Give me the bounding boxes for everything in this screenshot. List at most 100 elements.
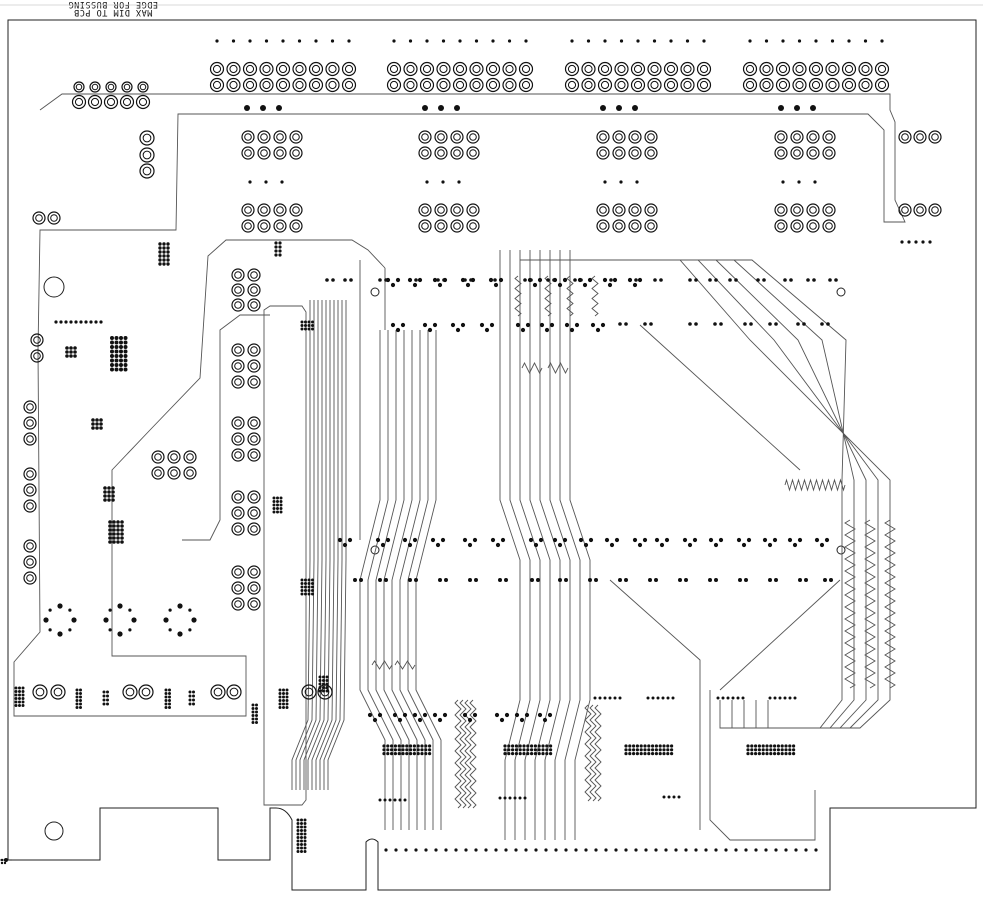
via: [251, 710, 255, 714]
through-hole-pad: [822, 146, 836, 160]
via: [162, 254, 166, 258]
via: [394, 848, 398, 852]
trace: [610, 259, 855, 729]
via: [296, 825, 300, 829]
via: [278, 706, 282, 709]
via: [280, 180, 284, 184]
via: [120, 540, 124, 544]
via: [119, 354, 123, 358]
via: [158, 258, 162, 262]
via: [694, 278, 698, 282]
via: [386, 752, 390, 756]
via: [538, 537, 544, 543]
through-hole-pad: [418, 130, 432, 144]
via: [282, 695, 285, 699]
via: [530, 578, 534, 582]
through-hole-pad: [23, 539, 37, 553]
via: [716, 696, 720, 700]
through-hole-pad: [247, 298, 261, 312]
via: [79, 706, 82, 709]
via: [417, 277, 423, 283]
via: [116, 540, 120, 544]
trace: [415, 330, 442, 830]
mounting-hole: [43, 276, 65, 298]
trace: [549, 250, 571, 840]
plane-outline-main: [13, 93, 906, 717]
via: [646, 696, 650, 700]
via: [18, 700, 21, 704]
via: [384, 278, 388, 282]
via: [296, 850, 300, 853]
through-hole-pad: [151, 450, 165, 464]
via: [322, 689, 325, 693]
via: [412, 744, 416, 748]
via: [397, 717, 403, 723]
via: [114, 340, 119, 345]
through-hole-pad: [341, 77, 357, 93]
via: [89, 320, 93, 324]
via: [307, 589, 311, 592]
via: [462, 537, 468, 543]
via: [824, 537, 830, 543]
trace: [529, 250, 551, 840]
via: [296, 836, 300, 839]
via: [307, 320, 311, 324]
via: [166, 242, 170, 246]
via: [412, 748, 416, 752]
via: [510, 748, 515, 752]
via: [504, 578, 508, 582]
via: [73, 350, 77, 354]
via: [438, 578, 442, 582]
via: [307, 592, 311, 596]
via: [108, 528, 112, 532]
via: [349, 278, 353, 282]
via: [628, 748, 632, 752]
via: [654, 578, 658, 582]
via: [300, 832, 303, 836]
via: [75, 702, 79, 706]
via: [110, 345, 114, 349]
trace: [367, 330, 394, 830]
via: [91, 418, 95, 422]
via: [442, 712, 448, 718]
via: [296, 832, 300, 836]
via: [738, 578, 742, 582]
via: [377, 712, 383, 718]
through-hole-pad: [466, 203, 480, 217]
through-hole-pad: [452, 77, 468, 93]
through-hole-pad: [231, 416, 245, 430]
via: [296, 829, 300, 832]
via: [99, 418, 103, 422]
via: [562, 537, 568, 543]
via: [792, 542, 798, 548]
through-hole-pad: [139, 130, 155, 146]
via: [112, 540, 116, 544]
trace: [640, 259, 847, 729]
via: [119, 336, 123, 340]
via: [382, 748, 386, 752]
via: [558, 578, 562, 582]
via: [754, 748, 758, 752]
via: [694, 322, 698, 326]
via: [462, 712, 468, 718]
via: [390, 282, 396, 288]
via: [773, 752, 777, 756]
via: [635, 744, 640, 748]
via: [530, 748, 534, 752]
via: [14, 704, 18, 707]
through-hole-pad: [806, 219, 820, 233]
via: [274, 253, 278, 257]
through-hole-pad: [386, 77, 402, 93]
via: [112, 536, 116, 540]
via: [802, 322, 806, 326]
through-hole-pad: [434, 130, 448, 144]
via: [613, 696, 617, 700]
via: [768, 578, 772, 582]
through-hole-pad: [289, 130, 303, 144]
via: [773, 696, 777, 700]
through-hole-pad: [596, 203, 610, 217]
via: [714, 278, 718, 282]
via: [508, 796, 512, 800]
through-hole-pad: [663, 61, 679, 77]
via: [547, 712, 553, 718]
